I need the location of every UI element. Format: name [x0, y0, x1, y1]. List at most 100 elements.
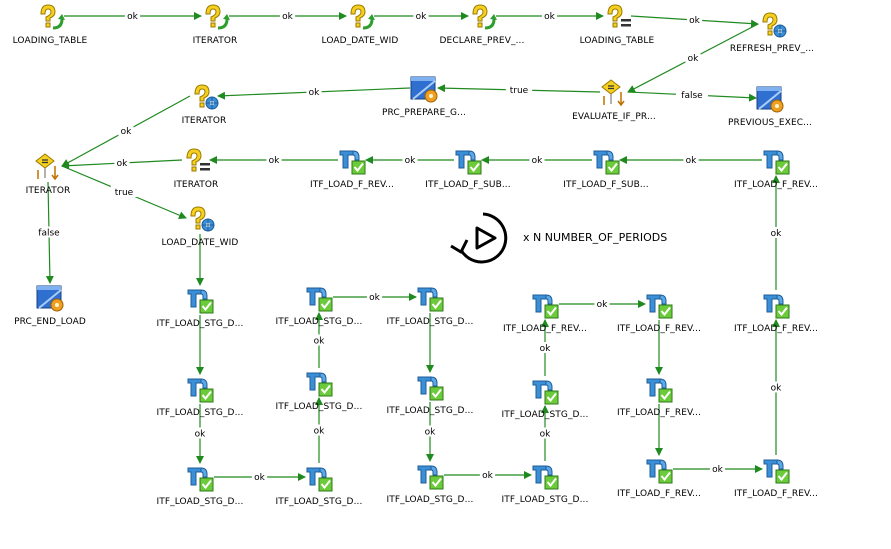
edge-label-bg: [676, 89, 708, 100]
procedure-icon: [35, 283, 65, 313]
edge-label: ok: [369, 293, 381, 303]
interface-icon: [415, 461, 445, 491]
node-b2[interactable]: ITF_LOAD_STG_D...: [244, 368, 394, 418]
node-n6[interactable]: REFRESH_PREV_...: [697, 10, 847, 60]
node-c3[interactable]: ITF_LOAD_STG_D...: [355, 461, 505, 511]
edge-label-bg: [266, 154, 282, 165]
variable-gear-icon: [189, 82, 219, 112]
node-label: EVALUATE_IF_PR...: [572, 112, 656, 122]
edge-label: ok: [686, 156, 698, 166]
node-n16[interactable]: ITF_LOAD_F_REV...: [701, 146, 851, 196]
variable-gear-icon: [185, 204, 215, 234]
node-a1[interactable]: ITF_LOAD_STG_D...: [125, 285, 275, 335]
edge-label: ok: [482, 471, 494, 481]
edge-label-bg: [768, 381, 784, 393]
edge-label-bg: [311, 424, 327, 436]
node-label: ITF_LOAD_F_REV...: [617, 324, 701, 334]
node-n17[interactable]: LOAD_DATE_WID: [125, 204, 275, 254]
node-b1[interactable]: ITF_LOAD_STG_D...: [244, 283, 394, 333]
edge-label: ok: [314, 337, 326, 347]
edge-label-bg: [110, 186, 138, 197]
node-n12[interactable]: ITERATOR: [121, 146, 271, 196]
node-label: ITF_LOAD_F_REV...: [310, 180, 394, 190]
loop-play-icon: [447, 206, 519, 270]
node-c2[interactable]: ITF_LOAD_STG_D...: [355, 372, 505, 422]
node-a2[interactable]: ITF_LOAD_STG_D...: [125, 374, 275, 424]
node-d3[interactable]: ITF_LOAD_STG_D...: [470, 461, 620, 511]
node-b3[interactable]: ITF_LOAD_STG_D...: [244, 463, 394, 513]
edge-label-bg: [33, 226, 65, 238]
node-n15[interactable]: ITF_LOAD_F_SUB...: [531, 146, 681, 196]
node-label: ITF_LOAD_STG_D...: [275, 497, 363, 507]
node-label: ITF_LOAD_STG_D...: [501, 495, 589, 505]
edge-label: ok: [544, 12, 556, 22]
node-label: ITF_LOAD_STG_D...: [156, 319, 244, 329]
node-label: ITF_LOAD_STG_D...: [386, 406, 474, 416]
node-n1[interactable]: LOADING_TABLE: [0, 2, 125, 52]
node-label: ITERATOR: [181, 116, 227, 126]
node-label: ITF_LOAD_STG_D...: [501, 410, 589, 420]
node-label: REFRESH_PREV_...: [729, 44, 815, 54]
edge-label: ok: [127, 12, 139, 22]
edge-label: ok: [771, 229, 783, 239]
node-a3[interactable]: ITF_LOAD_STG_D...: [125, 463, 275, 513]
interface-icon: [453, 146, 483, 176]
edge-label: ok: [532, 156, 544, 166]
interface-icon: [761, 455, 791, 485]
node-label: ITF_LOAD_STG_D...: [386, 495, 474, 505]
node-n2[interactable]: ITERATOR: [140, 2, 290, 52]
interface-icon: [304, 463, 334, 493]
node-f1[interactable]: ITF_LOAD_F_REV...: [701, 290, 851, 340]
interface-icon: [304, 283, 334, 313]
node-n11[interactable]: ITERATOR: [0, 152, 123, 202]
node-e1[interactable]: ITF_LOAD_F_REV...: [584, 290, 734, 340]
edge-label-bg: [505, 84, 533, 95]
variable-gear-icon: [757, 10, 787, 40]
node-e2[interactable]: ITF_LOAD_F_REV...: [584, 374, 734, 424]
edge-label-bg: [311, 334, 327, 346]
edge-label-bg: [683, 154, 699, 165]
node-label: ITF_LOAD_F_REV...: [617, 489, 701, 499]
node-e3[interactable]: ITF_LOAD_F_REV...: [584, 455, 734, 505]
node-label: ITERATOR: [173, 180, 219, 190]
node-label: LOADING_TABLE: [12, 36, 88, 46]
node-n7[interactable]: EVALUATE_IF_PR...: [539, 78, 689, 128]
variable-evaluate-icon: [33, 152, 63, 182]
interface-icon: [415, 283, 445, 313]
edge-label: ok: [416, 12, 428, 22]
edge-label-bg: [537, 342, 553, 353]
node-f3[interactable]: ITF_LOAD_F_REV...: [701, 455, 851, 505]
edge-label: ok: [405, 156, 417, 166]
node-n3[interactable]: LOAD_DATE_WID: [285, 2, 435, 52]
node-n9[interactable]: PREVIOUS_EXEC...: [695, 84, 845, 134]
edge-label-bg: [594, 298, 610, 309]
node-n10[interactable]: ITERATOR: [129, 82, 279, 132]
interface-icon: [530, 376, 560, 406]
edge-label: false: [38, 229, 60, 239]
node-label: ITF_LOAD_STG_D...: [156, 408, 244, 418]
node-n14[interactable]: ITF_LOAD_F_SUB...: [393, 146, 543, 196]
variable-set-icon: [602, 2, 632, 32]
edge-label: ok: [195, 430, 207, 440]
node-n13[interactable]: ITF_LOAD_F_REV...: [277, 146, 427, 196]
edge-label-bg: [306, 86, 322, 97]
node-label: ITF_LOAD_F_REV...: [503, 324, 587, 334]
node-c1[interactable]: ITF_LOAD_STG_D...: [355, 283, 505, 333]
edge-label-bg: [192, 427, 208, 439]
node-n18[interactable]: PRC_END_LOAD: [0, 283, 125, 333]
edge-label-bg: [124, 10, 141, 21]
procedure-icon: [755, 84, 785, 114]
loop-count-label: x N NUMBER_OF_PERIODS: [523, 231, 668, 244]
edge-label: true: [510, 86, 529, 96]
node-n8[interactable]: PRC_PREPARE_G...: [349, 74, 499, 124]
node-d2[interactable]: ITF_LOAD_STG_D...: [470, 376, 620, 426]
node-n5[interactable]: LOADING_TABLE: [542, 2, 692, 52]
edge-label-bg: [768, 227, 784, 238]
node-d1[interactable]: ITF_LOAD_F_REV...: [470, 290, 620, 340]
node-label: LOAD_DATE_WID: [321, 36, 399, 46]
node-n4[interactable]: DECLARE_PREV_...: [407, 2, 557, 52]
edge-label: ok: [309, 88, 321, 98]
node-label: PREVIOUS_EXEC...: [727, 118, 813, 128]
edge-label: ok: [314, 427, 326, 437]
